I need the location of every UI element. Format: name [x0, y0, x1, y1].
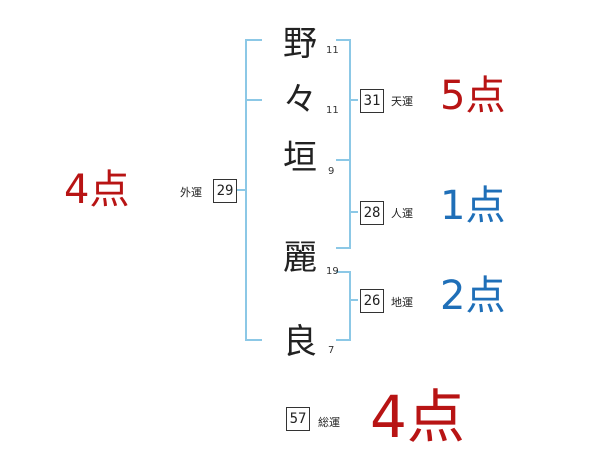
- soukaku-score: 4点: [370, 383, 465, 451]
- chikaku-score: 2点: [440, 273, 506, 319]
- stroke-count-4: 19: [326, 266, 339, 277]
- stroke-count-3: 9: [328, 166, 335, 177]
- gaikaku-box: 29: [213, 179, 237, 203]
- chikaku-box: 26: [360, 289, 384, 313]
- tenkaku-score: 5点: [440, 73, 506, 119]
- tenkaku-bracket: [336, 39, 358, 161]
- jinkaku-bracket: [336, 159, 358, 249]
- tenkaku-box: 31: [360, 89, 384, 113]
- gaikaku-label: 外運: [180, 186, 202, 199]
- chikaku-label: 地運: [391, 296, 413, 309]
- chikaku-bracket: [336, 271, 358, 341]
- jinkaku-label: 人運: [391, 207, 413, 220]
- stroke-count-5: 7: [328, 345, 335, 356]
- stroke-count-1: 11: [326, 45, 339, 56]
- name-char-1: 野: [283, 24, 317, 64]
- name-char-4: 麗: [283, 238, 317, 278]
- jinkaku-box: 28: [360, 201, 384, 225]
- name-char-5: 良: [283, 322, 317, 362]
- gaikaku-score: 4点: [64, 167, 130, 213]
- soukaku-box: 57: [286, 407, 310, 431]
- name-char-3: 垣: [283, 138, 317, 178]
- soukaku-label: 総運: [318, 416, 340, 429]
- tenkaku-label: 天運: [391, 95, 413, 108]
- stroke-count-2: 11: [326, 105, 339, 116]
- jinkaku-score: 1点: [440, 183, 506, 229]
- name-char-2: 々: [283, 80, 317, 120]
